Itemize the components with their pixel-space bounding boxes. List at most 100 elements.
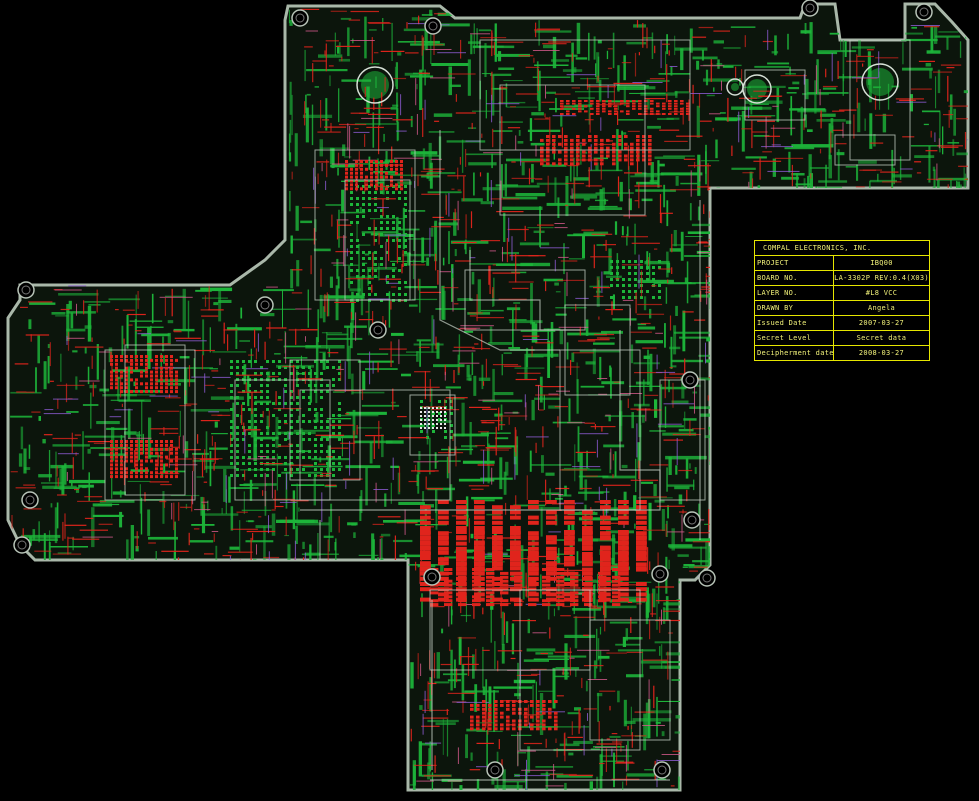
copper-trace [436,652,440,679]
copper-trace [407,252,411,266]
signal-trace [708,238,734,241]
signal-trace [512,620,536,622]
copper-trace [315,337,319,379]
copper-trace [526,355,544,358]
copper-trace [290,235,293,254]
copper-trace [742,106,772,110]
signal-trace [604,522,620,524]
copper-trace [324,484,337,488]
component-pad [345,163,348,167]
signal-trace [539,670,541,686]
component-pad [420,505,431,510]
mounting-hole-ring [21,285,31,295]
component-pad [444,599,453,603]
copper-trace [538,70,541,112]
copper-trace [646,593,651,613]
signal-trace [365,435,384,437]
copper-trace [263,289,294,292]
component-pad [598,579,607,583]
signal-trace [627,145,630,170]
copper-trace [149,455,162,458]
copper-pad [386,227,389,230]
component-pad [596,102,600,105]
component-pad [612,162,616,166]
signal-trace [515,304,517,318]
signal-trace [571,721,573,736]
copper-trace [625,628,628,641]
component-pad [150,374,153,378]
signal-trace [392,388,394,410]
component-pad [602,105,606,108]
component-pad [590,100,594,102]
component-pad [626,100,630,102]
component-pad [420,582,431,586]
signal-trace [525,585,527,597]
component-pad [476,715,480,719]
component-pad [145,440,148,443]
signal-trace [656,354,658,370]
component-pad [115,459,118,463]
copper-trace [679,779,714,782]
component-pad [492,515,503,520]
copper-trace [136,326,164,328]
signal-trace [462,700,464,713]
signal-trace [371,37,373,64]
component-pad [524,707,528,711]
signal-trace [188,532,190,546]
copper-trace [593,660,597,679]
copper-trace [660,172,703,176]
component-pad [165,370,168,374]
component-pad [536,723,540,727]
copper-trace [430,227,434,237]
copper-trace [463,690,474,694]
copper-trace [858,27,861,57]
component-pad [618,540,629,545]
copper-pad [628,278,631,281]
component-pad [598,599,607,603]
copper-trace [10,391,42,394]
component-pad [395,183,398,187]
mounting-hole [423,568,441,586]
signal-trace [92,382,94,397]
copper-trace [357,353,389,355]
signal-trace [559,469,588,471]
component-pad [145,447,148,451]
copper-trace [106,427,128,430]
component-pad [680,102,684,105]
copper-trace [660,384,663,425]
component-pad [548,727,552,731]
copper-trace [449,484,453,502]
signal-trace [514,775,550,777]
signal-trace [634,185,663,187]
copper-trace [214,421,218,428]
signal-trace [364,86,366,97]
component-pad [560,100,564,102]
copper-trace [382,175,385,195]
copper-pad [356,275,359,278]
signal-trace [405,52,419,54]
component-pad [614,110,618,113]
copper-trace [754,65,790,68]
copper-trace [426,173,430,179]
component-pad [584,595,593,599]
copper-trace [285,471,288,509]
component-pad [540,138,544,142]
copper-trace [350,322,353,349]
component-pad [400,175,403,179]
copper-trace [461,402,465,437]
component-pad [600,535,611,540]
component-pad [175,459,178,463]
copper-trace [508,347,521,350]
component-pad [175,463,178,467]
copper-pad [248,450,251,453]
signal-trace [572,466,601,468]
copper-trace [651,32,654,59]
copper-pad [302,366,305,369]
component-pad [130,358,133,362]
signal-trace [511,236,513,261]
signal-trace [696,242,709,244]
component-pad [600,515,611,520]
component-pad [618,535,629,540]
signal-trace [128,324,133,326]
